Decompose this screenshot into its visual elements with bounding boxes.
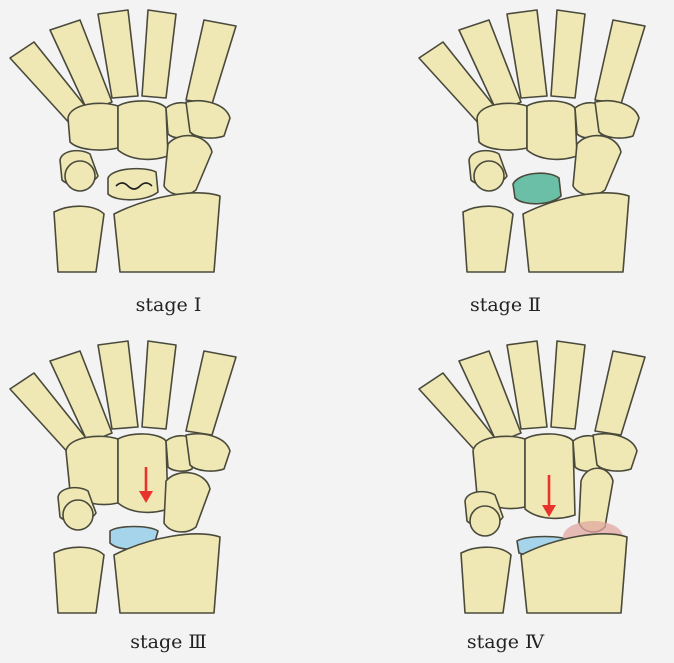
panel-stage-1: stage Ⅰ bbox=[0, 0, 337, 331]
panel-stage-2: stage Ⅱ bbox=[337, 0, 674, 331]
panel-stage-4: stage Ⅳ bbox=[337, 331, 674, 662]
caption-stage-4: stage Ⅳ bbox=[466, 631, 545, 653]
collapse-arrow-head bbox=[542, 505, 556, 517]
wrist-illustration-stage-2 bbox=[418, 9, 646, 273]
caption-stage-3: stage Ⅲ bbox=[130, 631, 207, 653]
metacarpals bbox=[418, 340, 646, 458]
panel-stage-3: stage Ⅲ bbox=[0, 331, 337, 662]
forearm-bones bbox=[462, 192, 630, 273]
lunate-fracture-line bbox=[115, 182, 153, 190]
lunate bbox=[107, 167, 159, 201]
metacarpals bbox=[418, 9, 646, 127]
proximal-carpal-row bbox=[468, 134, 622, 205]
wrist-illustration-stage-3 bbox=[9, 340, 237, 614]
distal-carpal-row bbox=[67, 100, 231, 161]
lunate-sclerotic bbox=[512, 172, 562, 205]
proximal-carpal-row bbox=[59, 134, 213, 201]
collapse-arrow-head bbox=[139, 491, 153, 503]
forearm-bones bbox=[53, 192, 221, 273]
forearm-bones bbox=[53, 533, 221, 614]
proximal-carpal-row bbox=[57, 471, 211, 551]
wrist-illustration-stage-4 bbox=[418, 340, 646, 614]
forearm-bones bbox=[460, 533, 628, 614]
wrist-illustration-stage-1 bbox=[9, 9, 237, 273]
caption-stage-1: stage Ⅰ bbox=[135, 294, 202, 316]
metacarpals bbox=[9, 9, 237, 127]
distal-carpal-row bbox=[476, 100, 640, 161]
metacarpals bbox=[9, 340, 237, 458]
caption-stage-2: stage Ⅱ bbox=[469, 294, 542, 316]
